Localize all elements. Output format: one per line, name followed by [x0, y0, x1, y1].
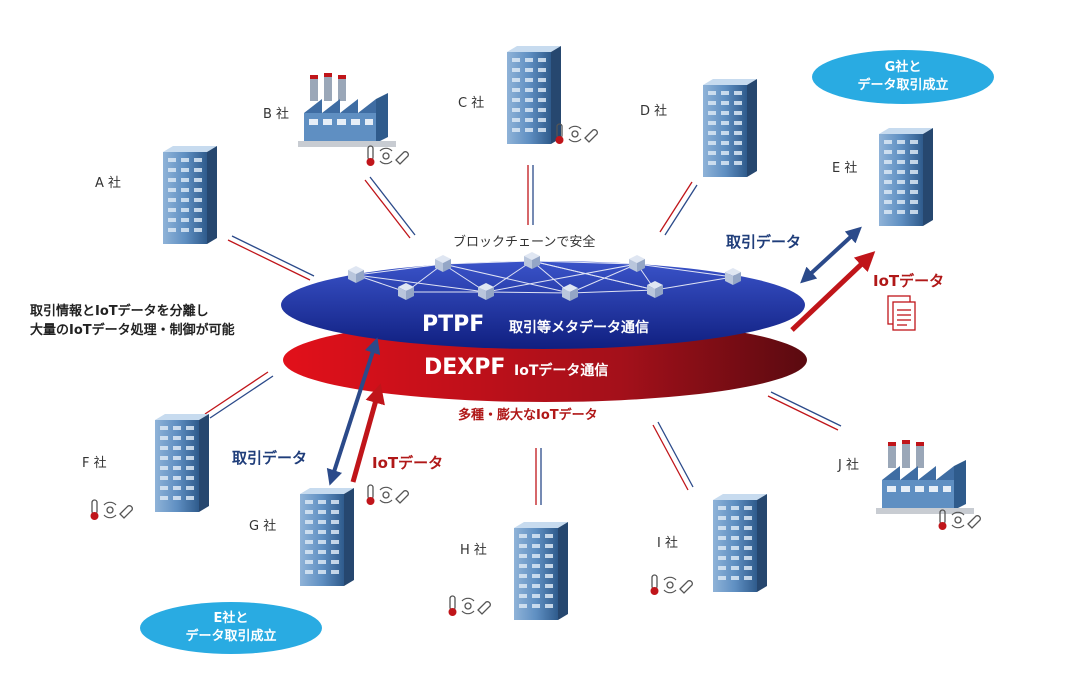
sensor-icons-i: [649, 574, 693, 596]
arrow-iot-left: [350, 383, 385, 483]
dexpf-title: DEXPF: [424, 355, 506, 380]
bubble-bottom-left-line2: データ取引成立: [185, 629, 277, 644]
building-i: [713, 494, 767, 592]
arrow-trade-right: [800, 226, 862, 284]
sensor-icons-c: [554, 123, 598, 145]
building-h: [514, 522, 568, 620]
building-g: [300, 488, 354, 586]
factory-b: [298, 73, 396, 147]
sensor-icons-h: [447, 595, 491, 617]
sensor-icons-f: [89, 499, 133, 521]
left-note: 取引情報とIoTデータを分離し 大量のIoTデータ処理・制御が可能: [30, 302, 235, 340]
bubble-top-right-line2: データ取引成立: [857, 78, 949, 93]
building-a: [163, 146, 217, 244]
ptpf-title: PTPF: [422, 312, 485, 337]
line-h: [535, 448, 542, 505]
label-iot-data-left: IoTデータ: [372, 454, 444, 472]
label-company-j: J 社: [838, 458, 859, 473]
bubble-bottom-left: E社と データ取引成立: [140, 602, 322, 654]
building-e: [879, 128, 933, 226]
sensor-icons-g: [365, 484, 409, 506]
line-a: [227, 235, 315, 281]
connection-lines: [204, 165, 842, 505]
factory-j: [876, 440, 974, 514]
left-note-line2: 大量のIoTデータ処理・制御が可能: [30, 323, 235, 338]
building-d: [703, 79, 757, 177]
line-d: [659, 181, 698, 236]
bubble-top-right-line1: G社と: [884, 60, 922, 75]
label-company-d: D 社: [640, 104, 668, 119]
iot-volume-label: 多種・膨大なIoTデータ: [458, 408, 598, 423]
arrow-iot-right: [790, 251, 876, 332]
label-trade-data-left: 取引データ: [232, 449, 308, 467]
line-c: [527, 165, 534, 225]
building-c: [507, 46, 561, 144]
blockchain-label: ブロックチェーンで安全: [453, 235, 596, 250]
label-company-a: A 社: [95, 176, 122, 191]
building-f: [155, 414, 209, 512]
label-company-g: G 社: [249, 519, 277, 534]
bubble-top-right: G社と データ取引成立: [812, 50, 994, 104]
label-company-h: H 社: [460, 543, 487, 558]
line-j: [767, 391, 842, 431]
label-iot-data-right: IoTデータ: [873, 272, 945, 290]
document-icon: [887, 295, 916, 331]
line-b: [364, 176, 416, 239]
label-company-b: B 社: [263, 107, 290, 122]
line-i: [652, 421, 694, 491]
arrow-trade-left: [326, 337, 381, 486]
left-note-line1: 取引情報とIoTデータを分離し: [30, 304, 209, 319]
ptpf-description: 取引等メタデータ通信: [509, 320, 649, 336]
sensor-icons-b: [365, 145, 409, 167]
label-company-i: I 社: [657, 536, 678, 551]
label-trade-data-right: 取引データ: [726, 233, 802, 251]
sensor-icons-j: [937, 509, 981, 531]
label-company-e: E 社: [832, 161, 858, 176]
bubble-bottom-left-line1: E社と: [213, 611, 249, 626]
label-company-f: F 社: [82, 456, 107, 471]
ptpf-layer: [281, 261, 805, 349]
dexpf-description: IoTデータ通信: [514, 363, 609, 379]
label-company-c: C 社: [458, 96, 485, 111]
line-f: [204, 371, 274, 419]
